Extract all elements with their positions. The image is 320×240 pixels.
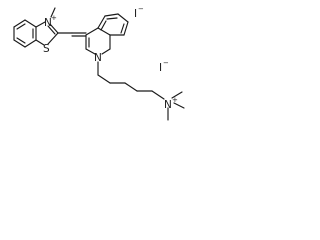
iodide-symbol: I xyxy=(159,62,162,74)
trimethyl-bonds xyxy=(167,91,185,121)
methine-bridge xyxy=(57,32,87,37)
n-methyl-bond xyxy=(50,7,56,18)
benzo-ring xyxy=(13,19,37,48)
propyl-chain xyxy=(97,61,165,100)
thiazolium-ring xyxy=(35,21,59,46)
benzothiazolium-n-charge: + xyxy=(51,14,57,22)
iodide-charge: − xyxy=(138,5,144,13)
ammonium-n-label: N xyxy=(164,99,172,111)
benzothiazolium-n-label: N xyxy=(44,17,52,29)
iodide-charge: − xyxy=(163,59,169,67)
iodide-counterion-1: I − xyxy=(134,5,144,20)
quinoline-benzo-ring xyxy=(97,13,129,36)
molecule-structure: N + S N N + I − I − xyxy=(13,5,185,121)
iodide-counterion-2: I − xyxy=(159,59,169,74)
iodide-symbol: I xyxy=(134,8,137,20)
pyridine-ring xyxy=(85,27,111,55)
quinoline-n-label: N xyxy=(94,52,102,64)
ammonium-n-charge: + xyxy=(172,96,178,104)
benzothiazolium-s-label: S xyxy=(43,43,50,55)
